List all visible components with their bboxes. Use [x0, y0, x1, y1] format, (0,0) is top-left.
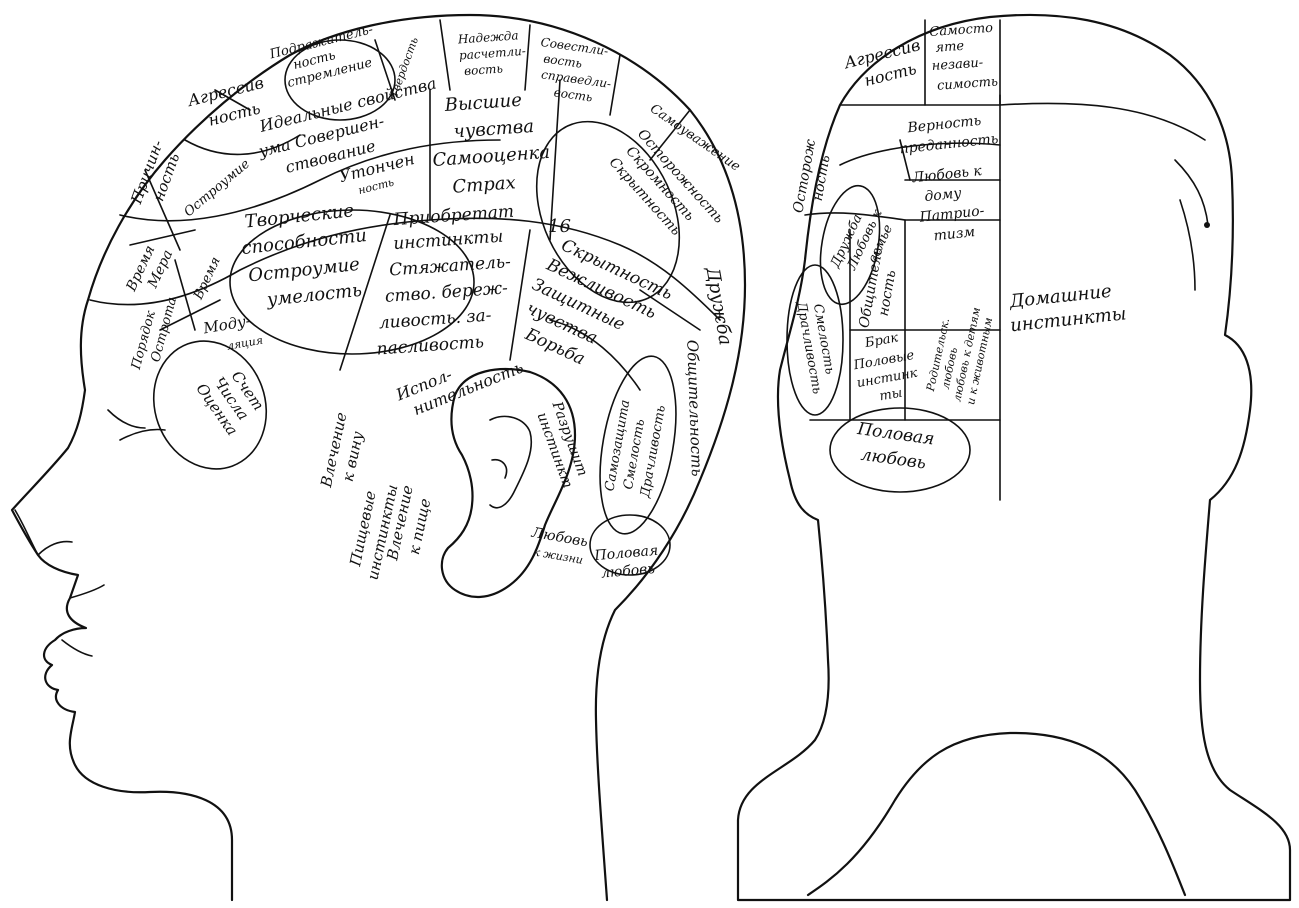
- label-agressivnost-back: Агрессив ность: [841, 34, 932, 94]
- label-samostoyat: Самосто яте незави- симость: [929, 20, 1002, 94]
- label-brak: Брак Половые инстинк ты: [848, 328, 926, 408]
- label-priobretat: Приобретат инстинкты Стяжатель- ство. бе…: [367, 201, 529, 359]
- profile-head: Подражатель- ность стремление Твердость …: [12, 15, 745, 900]
- label-smelost-back: Смелость Драчливость: [793, 297, 840, 395]
- label-samozashita: Самозащита Смелость Драчливость: [602, 395, 669, 500]
- label-polovaya-back: Половая любовь: [852, 419, 941, 475]
- label-domashnie: Домашние инстинкты: [1007, 279, 1128, 336]
- label-16: 16: [548, 216, 571, 237]
- label-lyubov-zhizni: Любовь к жизни: [527, 525, 594, 568]
- label-schet: Счет Числа Оценка: [192, 359, 270, 439]
- label-nadezhda: Надежда расчетли- вость: [456, 28, 531, 79]
- label-vremya-mera: Время Мера: [123, 239, 177, 302]
- label-lyubov-domu: Любовь к дому Патрио- тизм: [911, 163, 994, 246]
- back-head: Агрессив ность Самосто яте незави- симос…: [738, 15, 1290, 900]
- label-roditelskaya: Родительск. любовь любовь к детям и к жи…: [923, 297, 998, 406]
- label-ostorozhnost-back: Осторож ность: [790, 134, 836, 217]
- back-labels: Агрессив ность Самосто яте незави- симос…: [790, 20, 1127, 475]
- label-sovestlivost: Совестли- вость справедли- вость: [533, 35, 620, 107]
- label-modulyaciya: Моду- ляция: [201, 310, 264, 356]
- label-vernost: Верность преданность: [897, 111, 999, 157]
- label-tvorcheskie: Творческие способности Остроумие умелост…: [238, 199, 379, 313]
- label-polovaya-left: Половая любовь: [593, 542, 665, 582]
- label-obschitelnost: Общительность: [683, 340, 706, 477]
- label-vlechenie-vinu: Влечение к вину: [317, 406, 371, 494]
- back-head-outline: [738, 15, 1290, 900]
- label-vremya: Время: [191, 255, 224, 303]
- label-skrytnost: Скрытность Вежливость Защитные чувства Б…: [508, 231, 680, 394]
- label-razrushit: Разрушит инстинкт: [531, 399, 592, 491]
